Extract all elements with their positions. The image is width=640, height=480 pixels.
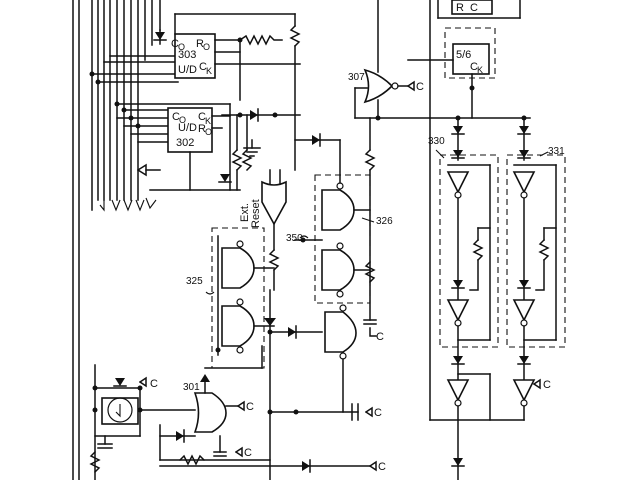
counter-302-pin-ck: C: [198, 111, 206, 123]
lower-left-circuit: C C: [89, 364, 271, 480]
svg-text:C: C: [374, 407, 382, 419]
svg-text:O: O: [205, 127, 212, 137]
ref-325: 325: [186, 276, 203, 287]
counter-303: 303 U/D C O R O C K: [171, 13, 301, 79]
counter-302-ref: 302: [176, 137, 194, 149]
vcc-307: C: [416, 81, 424, 93]
bottom-wiring: C C C: [159, 289, 386, 480]
gate-350: 350: [261, 169, 309, 291]
gate-307: C 307: [348, 0, 431, 121]
input-arrow: [136, 163, 161, 177]
counter-303-func: U/D: [178, 64, 197, 76]
block-331: 331: [506, 117, 566, 381]
diode-row-mid: [218, 103, 301, 191]
counter-302-pin-c0: C: [172, 111, 180, 123]
counter-302: 302 U/D C O R O C K: [149, 107, 241, 191]
diode-326-top: [294, 133, 341, 184]
svg-text:C: C: [543, 379, 551, 391]
svg-text:C: C: [378, 461, 386, 473]
svg-text:C: C: [376, 331, 384, 343]
ref-350: 350: [286, 233, 303, 244]
counter-303-ref: 303: [178, 49, 196, 61]
counter-303-pin-c0: C: [171, 38, 179, 50]
diode-near-303: [153, 29, 167, 45]
svg-text:K: K: [206, 66, 212, 76]
counter-303-pin-r0: R: [196, 38, 204, 50]
block-330: 330: [428, 117, 499, 381]
svg-text:Reset: Reset: [250, 199, 262, 228]
ext-reset-label: Ext. Reset: [239, 199, 262, 228]
block-326: 326: [294, 117, 393, 321]
resistor-303-out: [237, 13, 301, 171]
counter-5-6-ref: 5/6: [456, 49, 471, 61]
counter-302-func: U/D: [178, 122, 197, 134]
ref-301: 301: [183, 382, 200, 393]
svg-text:O: O: [178, 42, 185, 52]
bus-to-counters-wiring: [89, 55, 231, 143]
ref-331: 331: [548, 146, 565, 157]
svg-text:K: K: [205, 116, 211, 126]
svg-text:O: O: [179, 115, 186, 125]
gate-301: 301 C: [183, 345, 263, 433]
svg-text:O: O: [203, 42, 210, 52]
vcc-301: C: [246, 401, 254, 413]
counter-5-6: 5/6 C K: [407, 27, 496, 119]
counter-302-pin-r0: R: [198, 123, 206, 135]
ref-307: 307: [348, 72, 365, 83]
svg-text:K: K: [477, 65, 483, 75]
ref-326: 326: [376, 216, 393, 227]
svg-text:R: R: [456, 2, 464, 14]
svg-text:Ext.: Ext.: [239, 203, 251, 222]
svg-text:C: C: [470, 2, 478, 14]
left-bus-lines: [72, 0, 161, 480]
ref-330: 330: [428, 136, 445, 147]
block-325: 325: [186, 227, 275, 369]
ic-top-right: R C: [429, 0, 521, 421]
right-bus: [429, 115, 531, 121]
counter-303-pin-ck: C: [199, 61, 207, 73]
svg-text:C: C: [470, 61, 478, 73]
bottom-right-inverters: C: [429, 356, 551, 480]
svg-text:C: C: [244, 447, 252, 459]
svg-text:C: C: [150, 378, 158, 390]
